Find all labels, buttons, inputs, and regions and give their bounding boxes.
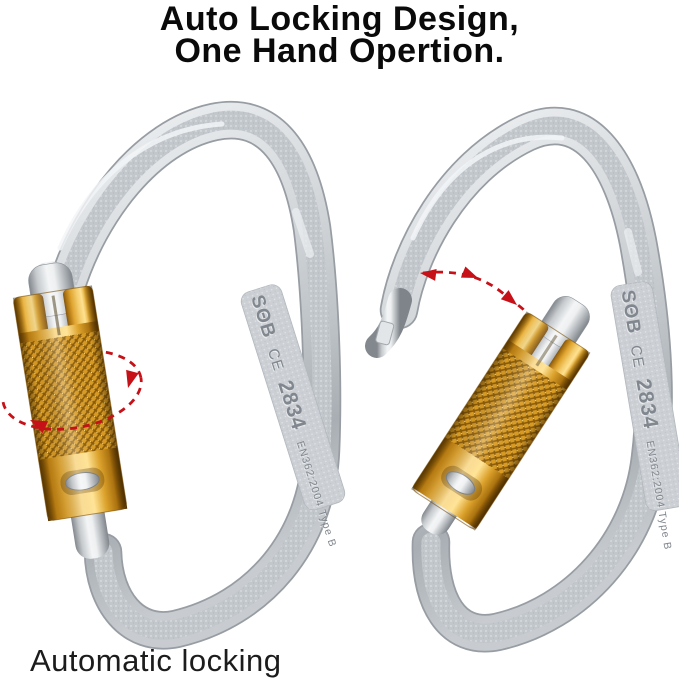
- gate-opening-arrow-head-mid: [460, 266, 478, 278]
- left-body-highlight: [57, 121, 225, 251]
- rotation-arrow-head-right: [126, 369, 139, 388]
- rotation-arrow: [1, 369, 143, 434]
- gate-opening-arrow: [420, 266, 526, 312]
- gate-opening-arrow-arc: [422, 270, 526, 312]
- left-spine-chamfer: [292, 208, 314, 258]
- left-carabiner-closed: SΘB CE 2834 EN362:2004 Type B: [1, 101, 346, 650]
- right-spine-chamfer: [624, 228, 642, 276]
- left-gate: [12, 261, 128, 559]
- headline-line-2: One Hand Opertion.: [174, 32, 505, 70]
- gate-opening-arrow-head-start: [420, 268, 437, 281]
- rotation-arrow-front-arc: [1, 377, 143, 431]
- headline-line-1: Auto Locking Design,: [159, 0, 520, 38]
- rotation-arrow-back-arc: [79, 349, 143, 379]
- right-nose-hook: [365, 288, 412, 358]
- gate-opening-arrow-head-end: [500, 290, 517, 305]
- left-lock-sleeve: [12, 285, 128, 522]
- right-carabiner-open: SΘB CE 2834 EN362:2004 Type B: [365, 106, 679, 653]
- right-gate: [411, 296, 591, 535]
- left-carabiner-body: [46, 101, 342, 650]
- right-lock-sleeve: [411, 311, 591, 531]
- left-spine-engraving-panel: SΘB CE 2834 EN362:2004 Type B: [240, 284, 346, 549]
- right-body-highlight: [410, 134, 565, 241]
- rotation-arrow-head-left: [30, 420, 49, 434]
- headline: Auto Locking Design, One Hand Opertion.: [0, 0, 679, 70]
- caption-automatic-locking: Automatic locking: [30, 643, 282, 678]
